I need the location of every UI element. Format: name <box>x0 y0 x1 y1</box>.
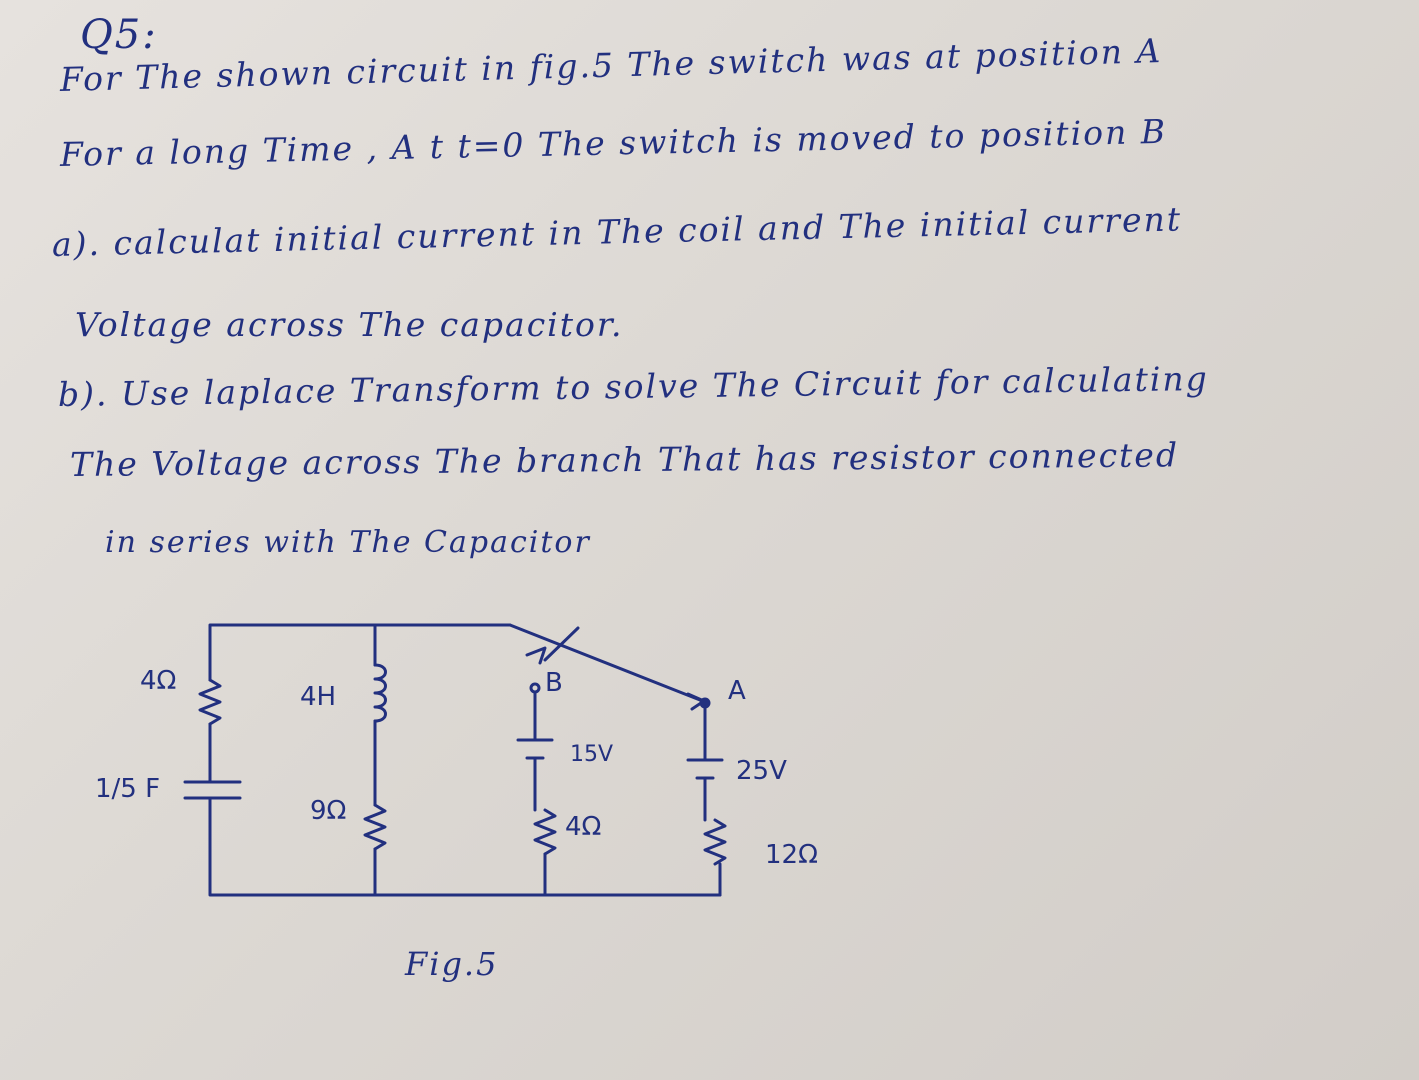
voltage-b-label: 15V <box>570 742 614 767</box>
switch-blade <box>508 623 702 702</box>
mid-resistor-label: 9Ω <box>310 796 347 826</box>
switch-mark <box>543 626 580 662</box>
switch-b-arrow <box>525 646 547 665</box>
switch-b-label: B <box>545 668 563 698</box>
voltage-a-label: 25V <box>736 756 787 786</box>
question-line-4: Voltage across The capacitor. <box>75 305 624 344</box>
top-wire <box>208 623 512 662</box>
left-resistor-label: 4Ω <box>140 666 177 696</box>
inductor-label: 4H <box>300 682 337 712</box>
question-number: Q5: <box>80 12 158 58</box>
inductor-coil <box>373 663 387 723</box>
left-wire-bottom <box>208 796 722 897</box>
left-resistor <box>198 678 222 726</box>
switch-a-label: A <box>728 676 746 706</box>
a-resistor <box>703 818 727 866</box>
b-resistor-label: 4Ω <box>565 812 602 842</box>
a-resistor-label: 12Ω <box>765 840 818 870</box>
figure-caption: Fig.5 <box>405 945 499 983</box>
question-line-7: in series with The Capacitor <box>105 525 591 560</box>
capacitor-label: 1/5 F <box>95 774 161 804</box>
mid-resistor <box>363 803 387 851</box>
b-resistor <box>533 808 557 856</box>
